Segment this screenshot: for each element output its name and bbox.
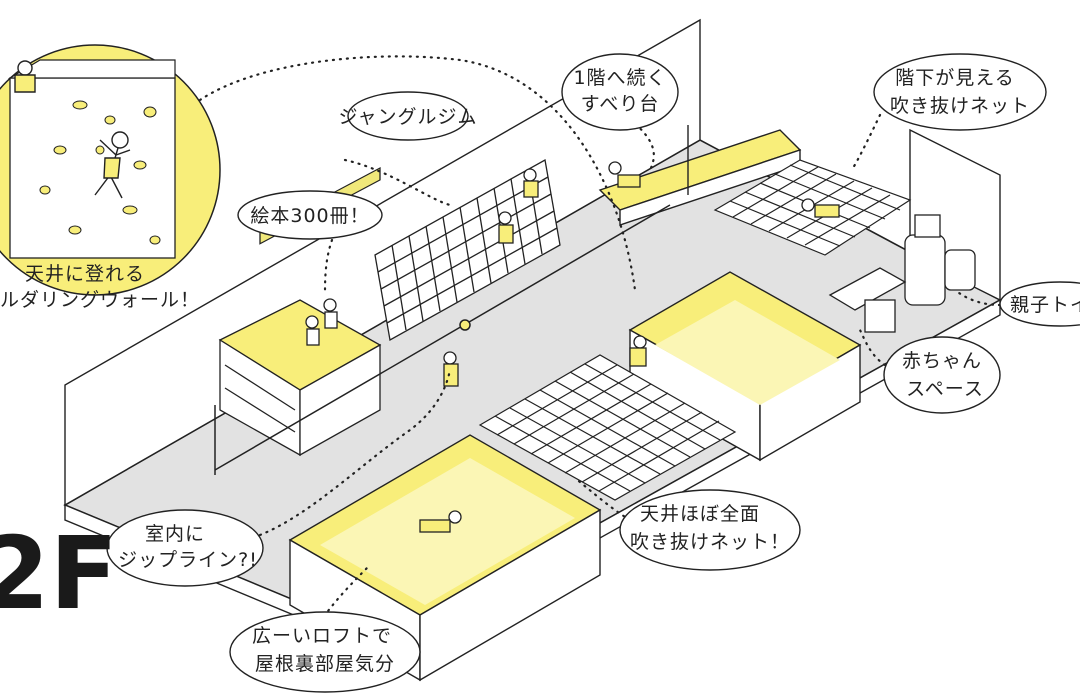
callout-stairwell-net-line2: 吹き抜けネット: [890, 95, 1030, 117]
top-child-figure: [14, 60, 36, 93]
climbing-holds: [39, 100, 161, 245]
callout-slide-line2: すべり台: [581, 93, 660, 115]
callout-bouldering: 天井に登れる ルダリングウォール！: [0, 263, 200, 311]
callout-zipline-line1: 室内に: [145, 523, 205, 545]
jungle-gym: [374, 158, 561, 342]
callout-picture-books: 絵本300冊！: [237, 190, 383, 240]
callout-ceiling-net-line2: 吹き抜けネット！: [630, 531, 790, 553]
bouldering-wall-inset: [0, 44, 221, 296]
leader-bouldering: [198, 55, 637, 292]
child-reading-2: [305, 315, 320, 346]
callout-zipline: 室内に ジップライン?!: [106, 509, 264, 587]
callout-slide-line1: 1階へ続く: [573, 67, 666, 89]
callout-loft: 広ーいロフトで 屋根裏部屋気分: [229, 611, 421, 693]
callout-jungle-gym: ジャングルジム: [338, 91, 477, 141]
callout-family-toilet: 親子トイ: [999, 281, 1080, 327]
callout-loft-line1: 広ーいロフトで: [252, 625, 392, 647]
callout-loft-line2: 屋根裏部屋気分: [255, 653, 395, 675]
baby-space: [828, 267, 907, 333]
child-reading-1: [323, 298, 338, 329]
child-on-net: [629, 335, 647, 367]
child-in-loft: [419, 510, 462, 533]
callouts: 天井に登れる ルダリングウォール！ ジャングルジム 1階へ続く すべり台 階下が…: [0, 53, 1080, 693]
zipline: [214, 204, 671, 475]
children-figures: [305, 161, 840, 533]
floor-label: 2F: [0, 515, 118, 632]
callout-ceiling-net: 天井ほぼ全面 吹き抜けネット！: [619, 489, 801, 571]
callout-stairwell-net: 階下が見える 吹き抜けネット: [873, 53, 1047, 131]
loft-room-right: [628, 271, 862, 462]
climbing-child-figure: [94, 131, 131, 199]
callout-jungle-gym-text: ジャングルジム: [338, 106, 477, 128]
bouldering-panel: [9, 77, 176, 259]
callout-baby-space: 赤ちゃん スペース: [883, 336, 1001, 414]
callout-bouldering-line2: ルダリングウォール！: [0, 289, 200, 311]
callout-baby-space-line2: スペース: [906, 378, 984, 400]
callout-family-toilet-text: 親子トイ: [1010, 294, 1080, 316]
callout-zipline-line2: ジップライン?!: [118, 549, 258, 571]
callout-picture-books-text: 絵本300冊！: [250, 205, 369, 227]
callout-bouldering-line1: 天井に登れる: [25, 263, 145, 285]
callout-baby-space-line1: 赤ちゃん: [902, 350, 982, 372]
child-on-jungle-gym-2: [498, 211, 514, 244]
child-on-slide: [608, 161, 641, 188]
callout-slide: 1階へ続く すべり台: [561, 53, 679, 131]
child-on-stairwell-net: [801, 198, 840, 218]
family-toilet-room: [904, 214, 976, 306]
callout-stairwell-net-line1: 階下が見える: [895, 67, 1014, 89]
child-on-jungle-gym-1: [523, 168, 539, 198]
callout-ceiling-net-line1: 天井ほぼ全面: [640, 503, 760, 525]
ceiling-net: [478, 354, 737, 501]
